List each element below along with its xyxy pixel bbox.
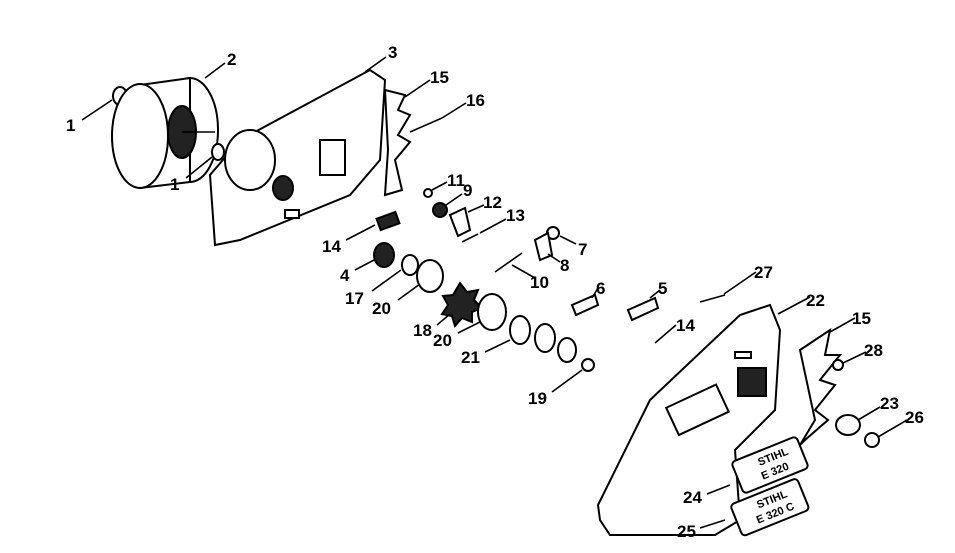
- callout-27: 27: [754, 263, 773, 282]
- screw-13: [461, 233, 479, 243]
- callout-18: 18: [413, 321, 432, 340]
- callout-26: 26: [905, 408, 924, 427]
- callout-11: 11: [447, 171, 465, 190]
- callout-1b: 1: [170, 175, 179, 194]
- callout-17: 17: [345, 289, 364, 308]
- callout-10: 10: [530, 273, 549, 292]
- callout-15a: 15: [430, 68, 449, 87]
- callout-19: 19: [528, 389, 547, 408]
- callout-15b: 15: [852, 309, 871, 328]
- oring-11: [423, 188, 433, 198]
- callout-25: 25: [677, 522, 696, 541]
- callout-12: 12: [483, 193, 502, 212]
- callout-6: 6: [596, 279, 605, 298]
- stud-6: [570, 293, 600, 317]
- callout-3: 3: [388, 43, 397, 62]
- stud-5: [626, 296, 660, 322]
- callout-14a: 14: [322, 237, 341, 256]
- clutch-drum-2: [111, 76, 219, 190]
- washer-20a: [416, 259, 444, 293]
- callout-20a: 20: [372, 299, 391, 318]
- bolt-27: [699, 294, 726, 303]
- callout-1a: 1: [66, 116, 75, 135]
- nut-26: [864, 432, 880, 448]
- gear-9: [432, 202, 448, 218]
- callout-22: 22: [806, 291, 825, 310]
- leader-lines: [81, 56, 908, 529]
- sprocket-18: [440, 281, 484, 329]
- callout-21: 21: [461, 348, 480, 367]
- callout-9: 9: [463, 181, 472, 200]
- washer-1b: [211, 143, 225, 161]
- callout-24: 24: [683, 488, 702, 507]
- catcher-15a: [383, 88, 412, 197]
- callout-28: 28: [864, 341, 883, 360]
- callout-16: 16: [466, 91, 485, 110]
- callout-14b: 14: [676, 316, 695, 335]
- washer-20b: [477, 293, 507, 331]
- callout-23: 23: [880, 394, 899, 413]
- callout-8: 8: [560, 256, 569, 275]
- sprocket-cover-22: [596, 303, 782, 536]
- catcher-15b: [798, 327, 843, 446]
- sticker-24: STIHL E 320: [731, 436, 809, 494]
- washer-17: [401, 254, 419, 276]
- callout-7: 7: [578, 240, 587, 259]
- sleeve-28: [832, 359, 844, 371]
- callout-2: 2: [227, 50, 236, 69]
- callout-5: 5: [658, 279, 667, 298]
- callout-labels: 1 2 1 3 15 16 11 9 12 13 14 7 8 10 4 17 …: [66, 43, 924, 541]
- washer-23: [835, 414, 861, 436]
- screw-16: [409, 117, 443, 133]
- ring-21a: [509, 315, 531, 345]
- callout-20b: 20: [433, 331, 452, 350]
- plate-12: [448, 206, 472, 238]
- part-8: [533, 231, 554, 262]
- callout-4: 4: [340, 266, 350, 285]
- screw-19: [581, 358, 595, 372]
- chain-cover-plate-3: [208, 68, 387, 247]
- pin-10: [494, 252, 523, 273]
- ring-21b: [534, 323, 556, 353]
- block-14a: [375, 210, 401, 232]
- ring-21c: [557, 337, 577, 363]
- parts: STIHL E 320 STIHL E 320 C: [111, 68, 880, 537]
- callout-13: 13: [506, 206, 525, 225]
- needle-cage-4: [373, 242, 395, 268]
